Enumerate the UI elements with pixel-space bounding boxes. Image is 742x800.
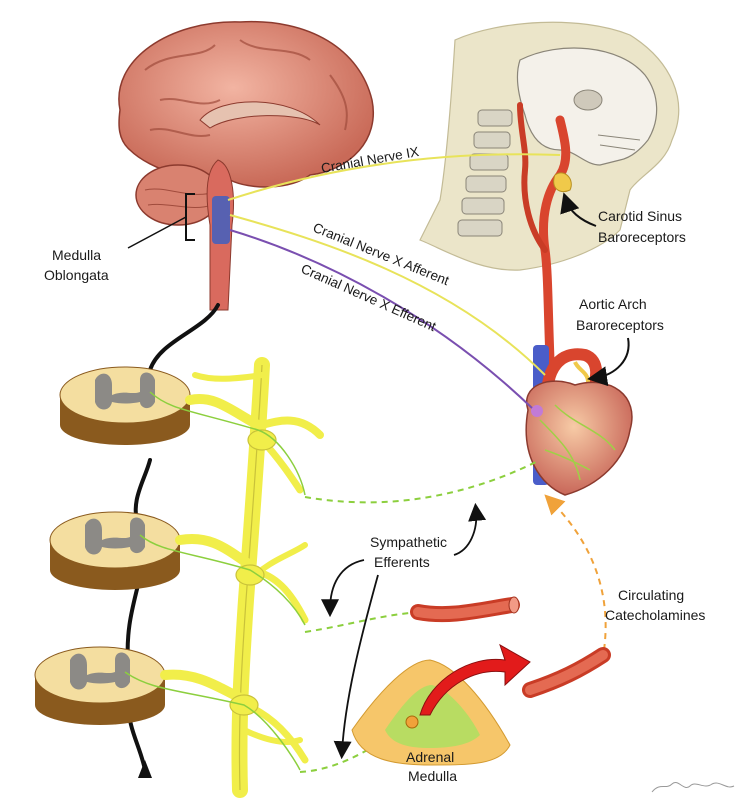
- spinal-segment-3: [34, 646, 166, 725]
- medulla-label-line1: Medulla: [52, 247, 101, 263]
- heart: [525, 345, 633, 496]
- aortic-label-line2: Baroreceptors: [576, 317, 664, 333]
- sympathetic-arrow-down: [333, 574, 379, 760]
- catecholamine-dashes: [544, 494, 607, 651]
- cranial-nerve-ix-line: [227, 153, 561, 201]
- sympathetic-dashes-heart: [304, 459, 541, 504]
- spinal-segment-2: [49, 511, 181, 590]
- circulating-vessel: [522, 647, 611, 698]
- spinal-segment-1: [59, 366, 191, 445]
- carotid-arrow: [560, 192, 597, 227]
- adrenal-label-line2: Medulla: [408, 768, 457, 784]
- head-neck: [419, 21, 680, 365]
- aortic-arrow: [587, 337, 630, 387]
- circulating-label-line1: Circulating: [618, 587, 684, 603]
- preganglionic-fibers: [124, 391, 306, 771]
- sympathetic-label-line1: Sympathetic: [370, 534, 447, 550]
- medulla-label-line2-text: Oblongata: [44, 267, 109, 283]
- peripheral-vessel: [410, 596, 520, 623]
- catecholamine-release-arrow: [419, 643, 531, 716]
- cranial-nerve-x-afferent-line: [229, 214, 546, 376]
- sympathetic-arrow-down-left: [321, 559, 365, 618]
- artist-signature: [651, 782, 735, 793]
- carotid-label-line2: Baroreceptors: [598, 229, 686, 245]
- carotid-label-line1: Carotid Sinus: [598, 208, 682, 224]
- aortic-label-line1: Aortic Arch: [579, 296, 647, 312]
- cranial-nerve-x-efferent-line: [229, 229, 533, 409]
- sympathetic-arrow-up: [453, 502, 487, 556]
- brain: [118, 20, 374, 311]
- sympathetic-label-line2: Efferents: [374, 554, 430, 570]
- medulla-highlight: [212, 196, 230, 244]
- circulating-label-line2: Catecholamines: [605, 607, 705, 623]
- descending-tract: [125, 303, 220, 772]
- sympathetic-chain: [160, 357, 324, 798]
- adrenal-label-line1: Adrenal: [406, 749, 454, 765]
- sympathetic-dashes-vessel: [304, 611, 421, 633]
